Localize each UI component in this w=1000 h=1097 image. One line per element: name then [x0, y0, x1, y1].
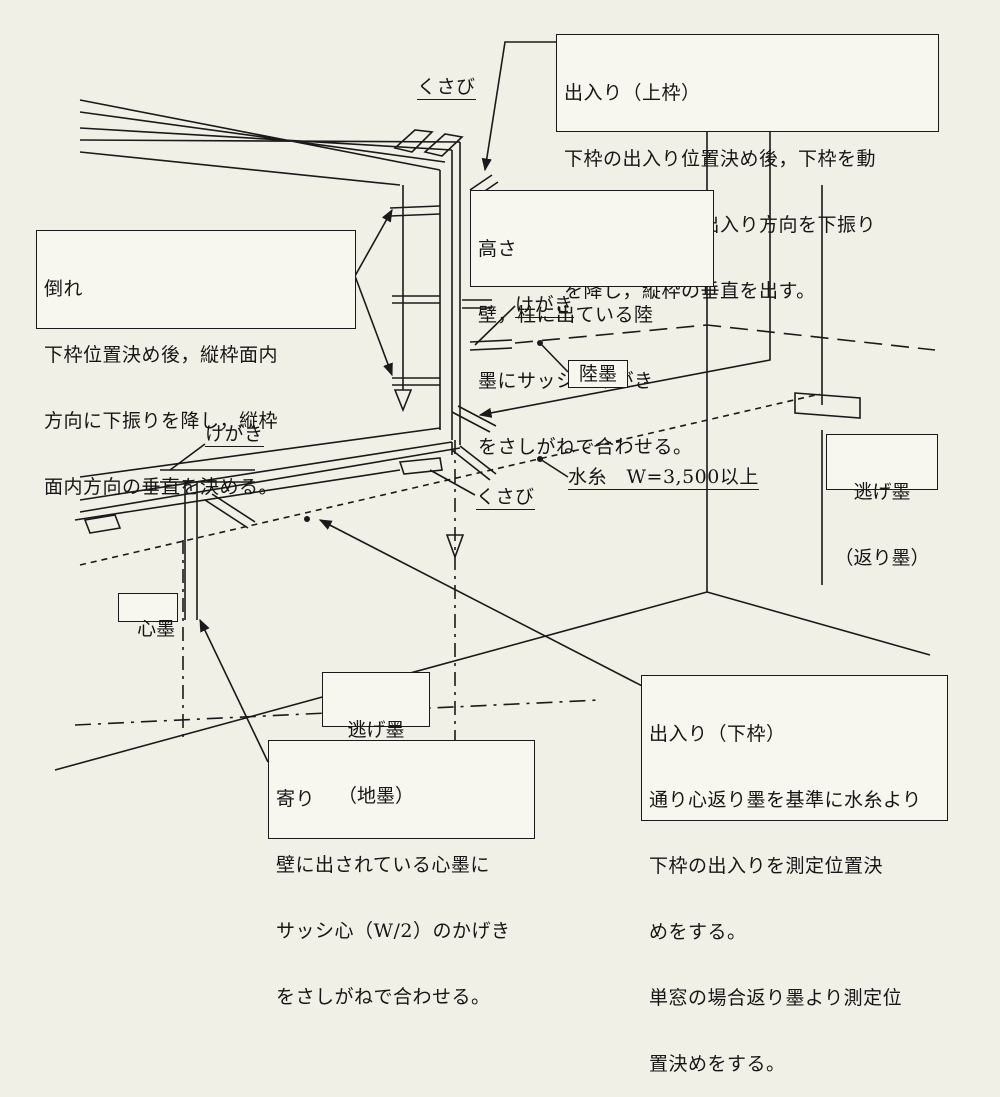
lower-frame-rails: [74, 427, 461, 521]
label-mizuito: 水糸 W=3,500以上: [568, 466, 759, 490]
callout-deiri-lower-line: めをする。: [649, 921, 747, 943]
ruler-upper-1: [389, 205, 441, 217]
label-kusabi-bottom: くさび: [476, 486, 535, 510]
callout-yori-line: 壁に出されている心墨に: [276, 854, 490, 876]
tag-nigezumi-kaeri-line: 逃げ墨: [853, 481, 911, 503]
leader-yori: [199, 618, 269, 763]
leader-deiri-lower: [318, 519, 651, 691]
tag-rikuzumi: 陸墨: [568, 360, 628, 388]
label-kegaki-left: けがき: [205, 423, 264, 447]
ruler-diag-left: [204, 493, 256, 529]
nigezumi-line: [74, 699, 601, 726]
leader-kusabi-bottom: [429, 469, 476, 496]
upper-frame-rails: [79, 99, 461, 445]
callout-taore-line: 下枠位置決め後，縦枠面内: [44, 344, 279, 366]
mizuito-dot: [537, 456, 543, 462]
ruler-bottom-right: [451, 445, 497, 481]
leader-taore-down: [354, 275, 393, 377]
label-kusabi-top: くさび: [417, 76, 476, 100]
callout-taore-title: 倒れ: [44, 278, 84, 300]
callout-taore: 倒れ 下枠位置決め後，縦枠面内 方向に下振りを降し，縦枠 面内方向の垂直を決める…: [36, 230, 356, 498]
wedge-top: [393, 129, 464, 157]
leader-kegaki-right: [474, 305, 516, 346]
tag-nigezumi-kaeri: 逃げ墨 （返り墨）: [826, 434, 938, 569]
floor-line-back: [706, 591, 931, 656]
plumb-bob-left: [393, 389, 413, 413]
callout-deiri-lower-line: 置決めをする。: [649, 1053, 786, 1075]
leader-rikuzumi: [539, 342, 569, 373]
leader-kegaki-left: [169, 443, 206, 471]
plumb-bob-right: [445, 534, 465, 560]
ruler-lower-right: [451, 405, 497, 433]
callout-takasa-line: をさしがねで合わせる。: [478, 436, 693, 458]
tag-nigezumi-ji-line: 逃げ墨: [347, 719, 405, 741]
kaeri-block: [794, 392, 861, 419]
nigezumi-dot: [304, 516, 310, 522]
callout-yori-line: サッシ心（W/2）のかげき: [276, 920, 511, 942]
leader-deiri-upper-2: [478, 120, 771, 418]
tag-shinzumi-text: 心墨: [137, 618, 176, 640]
callout-deiri-upper-title: 出入り（上枠）: [564, 82, 701, 104]
wedge-left: [83, 514, 122, 534]
ruler-right-h: [462, 299, 492, 309]
tag-nigezumi-kaeri-line: （返り墨）: [834, 547, 930, 569]
callout-deiri-lower-line: 単窓の場合返り墨より測定位: [649, 987, 903, 1009]
sash-installation-diagram: 出入り（上枠） 下枠の出入り位置決め後，下枠を動 かさず上枠部の出入り方向を下振…: [36, 34, 948, 1075]
callout-takasa-title: 高さ: [478, 238, 518, 260]
ruler-upper-3: [392, 377, 440, 386]
rikuzumi-line: [514, 324, 936, 351]
ruler-kegaki-right: [469, 339, 513, 351]
callout-deiri-lower: 出入り（下枠） 通り心返り墨を基準に水糸より 下枠の出入りを測定位置決 めをする…: [641, 675, 948, 1075]
callout-yori-title: 寄り: [276, 788, 316, 810]
leader-mizuito: [539, 458, 569, 478]
callout-takasa: 高さ 壁，柱に出ている陸 墨にサッシのけがき をさしがねで合わせる。: [470, 190, 714, 458]
callout-taore-line: 面内方向の垂直を決める。: [44, 476, 279, 498]
callout-deiri-upper-line: 下枠の出入り位置決め後，下枠を動: [564, 148, 877, 170]
callout-deiri-lower-line: 下枠の出入りを測定位置決: [649, 855, 884, 877]
callout-deiri-lower-title: 出入り（下枠）: [649, 723, 786, 745]
callout-deiri-lower-line: 通り心返り墨を基準に水糸より: [649, 789, 922, 811]
callout-takasa-line: 壁，柱に出ている陸: [478, 304, 654, 326]
callout-taore-line: 方向に下振りを降し，縦枠: [44, 410, 279, 432]
tag-nigezumi-ji: 逃げ墨 （地墨）: [322, 672, 430, 807]
wedge-bottom: [398, 457, 443, 475]
leader-deiri-upper: [481, 41, 556, 172]
callout-yori-line: をさしがねで合わせる。: [276, 986, 491, 1008]
tag-nigezumi-ji-line: （地墨）: [337, 785, 414, 807]
ruler-shinzumi-v: [184, 482, 198, 620]
ruler-shinzumi-h: [160, 469, 255, 483]
label-kegaki-right: けがき: [515, 294, 574, 318]
ruler-upper-2: [392, 295, 440, 304]
callout-deiri-upper: 出入り（上枠） 下枠の出入り位置決め後，下枠を動 かさず上枠部の出入り方向を下振…: [556, 34, 939, 302]
mizuito-line: [79, 393, 821, 566]
rikuzumi-dot: [537, 340, 543, 346]
tag-shinzumi: 心墨: [118, 593, 178, 640]
leader-taore-up: [354, 208, 393, 277]
